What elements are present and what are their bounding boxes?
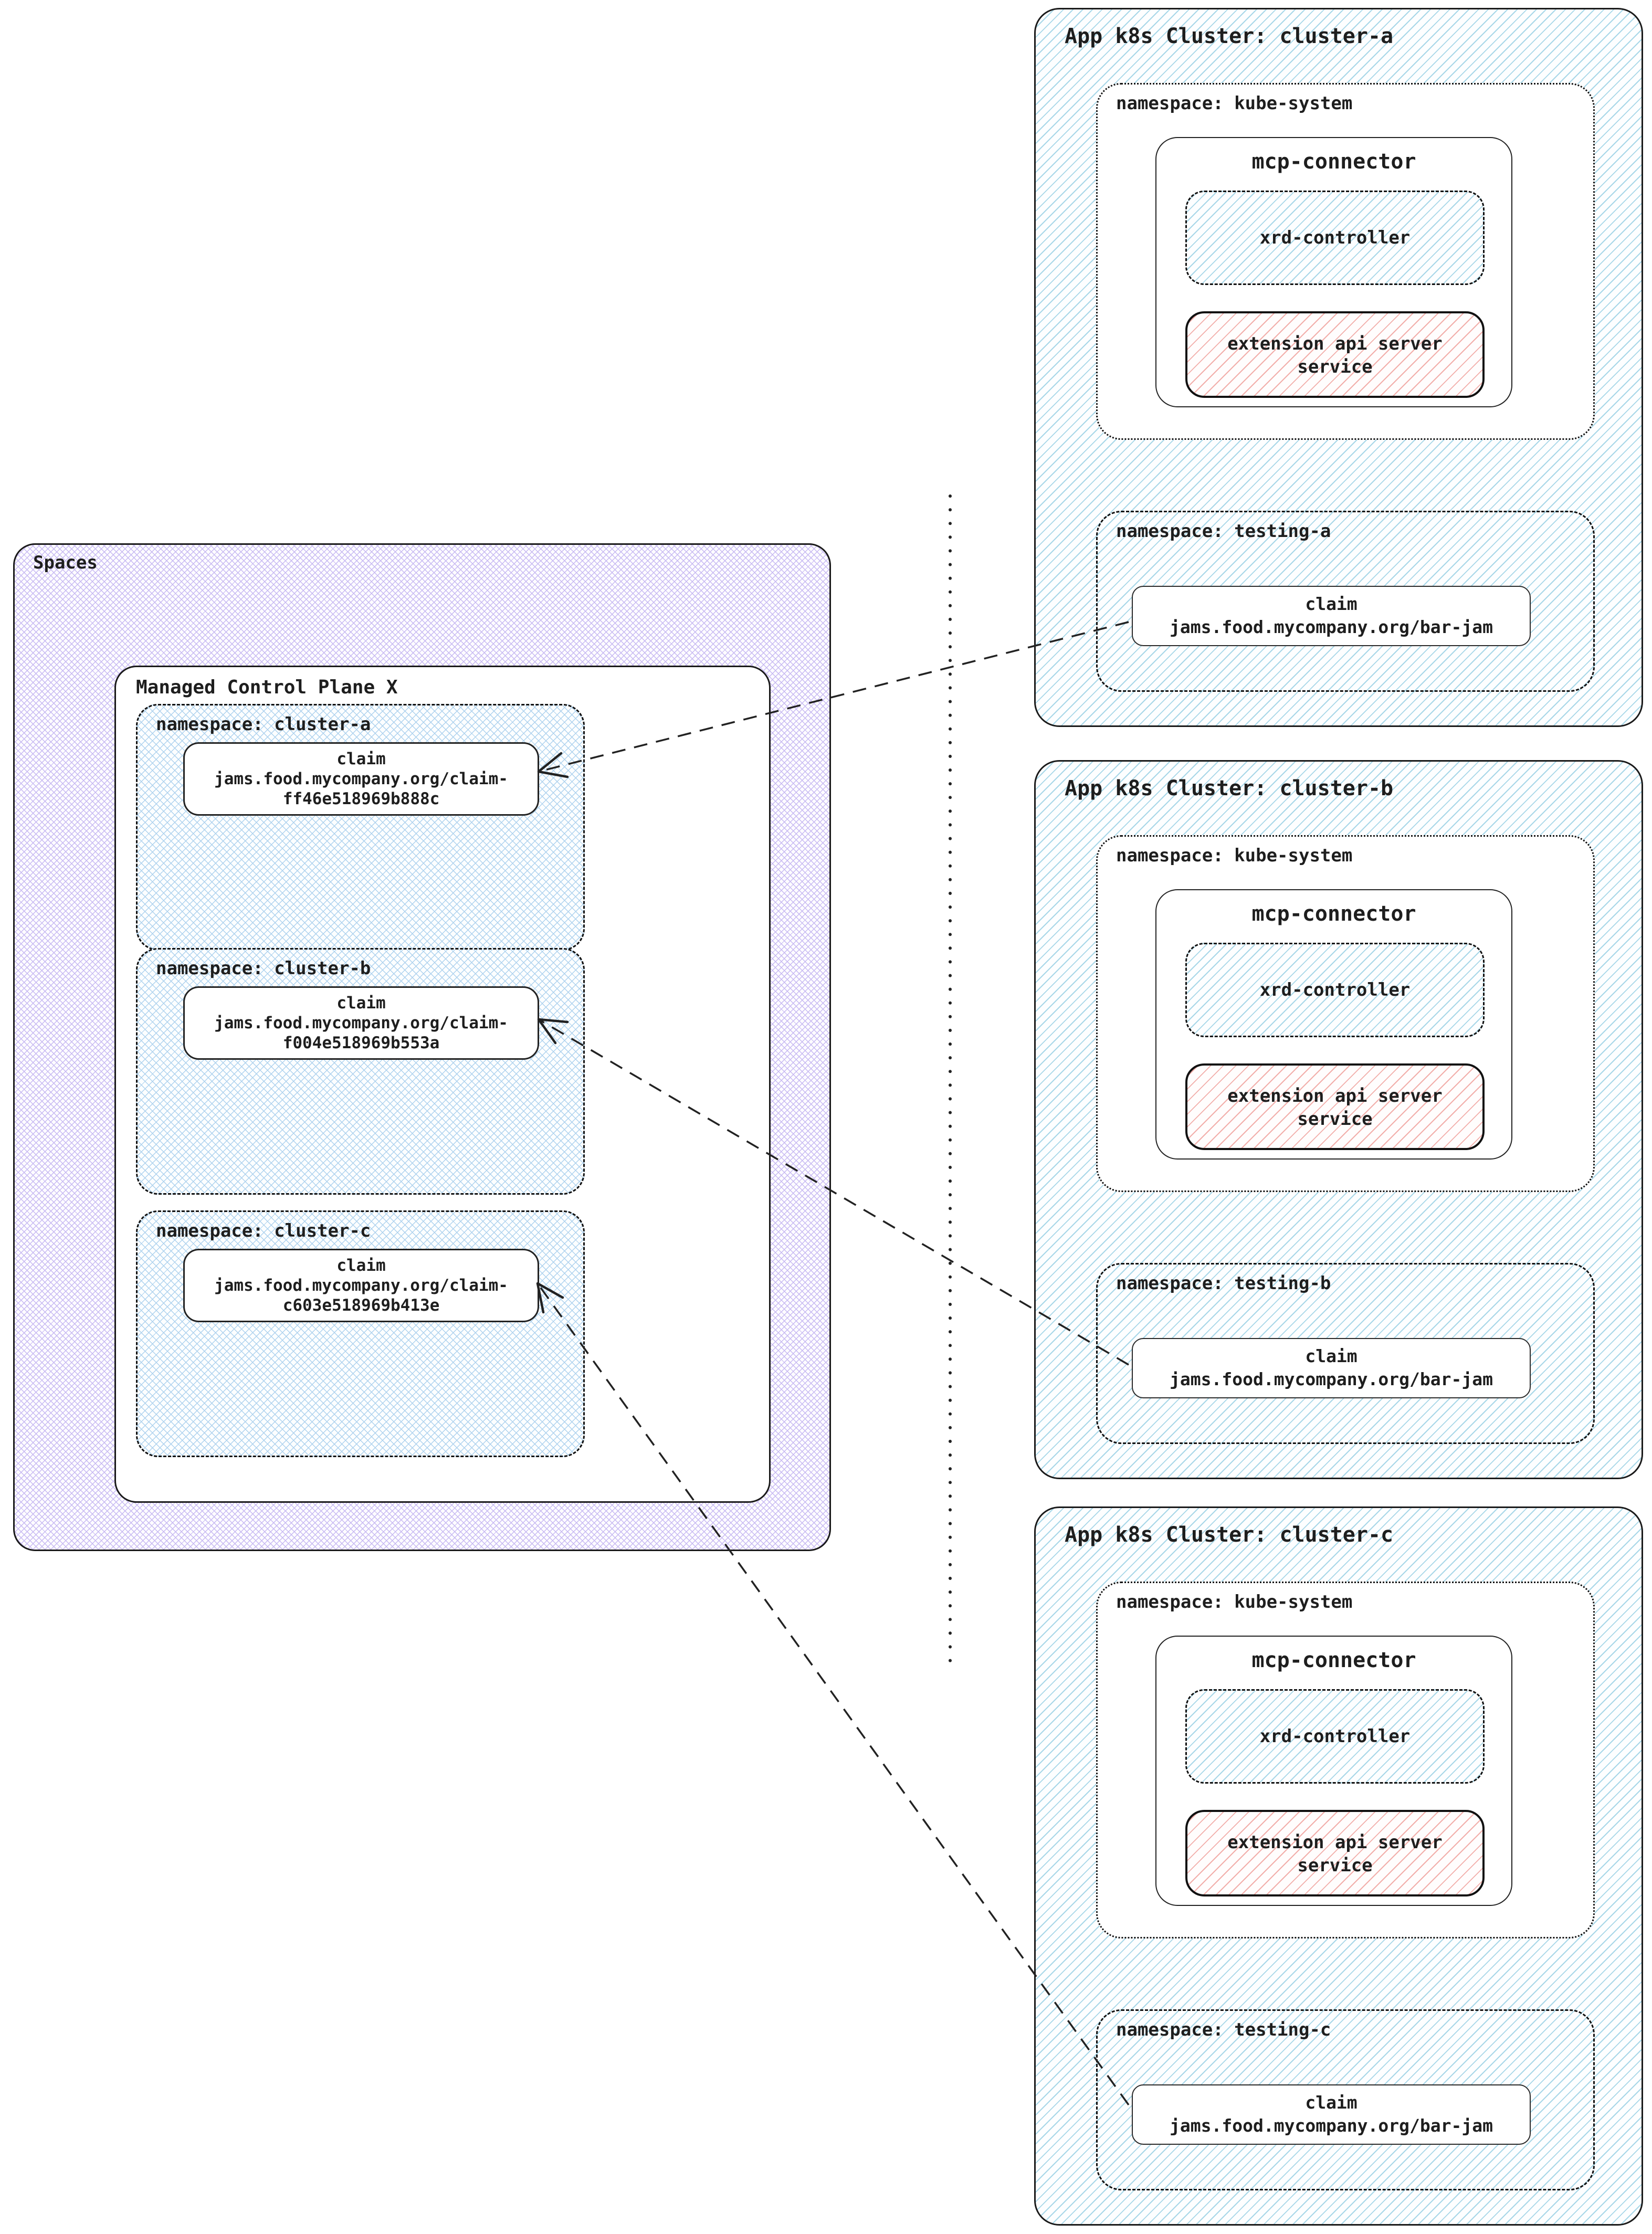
claim-path-line2: ff46e518969b888c [282,789,440,808]
claim-title: claim [1305,594,1358,614]
testing-c-box: namespace: testing-c claim jams.food.myc… [1096,2009,1595,2190]
xrd-controller-box-c: xrd-controller [1185,1689,1485,1784]
xrd-controller-box-a: xrd-controller [1185,191,1485,285]
testing-c-label: namespace: testing-c [1116,2019,1331,2040]
claim-title: claim [336,1256,386,1275]
claim-box-cluster-b: claim jams.food.mycompany.org/claim- f00… [183,986,539,1060]
claim-title: claim [1305,1346,1358,1366]
namespace-cluster-a-label: namespace: cluster-a [156,714,371,735]
extension-api-server-box-b: extension api server service [1185,1063,1485,1150]
testing-b-label: namespace: testing-b [1116,1273,1331,1294]
app-cluster-b-box: App k8s Cluster: cluster-b namespace: ku… [1034,760,1643,1479]
kube-system-box-b: namespace: kube-system mcp-connector xrd… [1096,835,1595,1192]
kube-system-label-b: namespace: kube-system [1116,845,1353,866]
claim-path-line1: jams.food.mycompany.org/claim- [214,1276,508,1295]
extension-line2: service [1297,356,1373,377]
extension-line2: service [1297,1109,1373,1130]
testing-b-box: namespace: testing-b claim jams.food.myc… [1096,1263,1595,1444]
claim-box-testing-a: claim jams.food.mycompany.org/bar-jam [1132,586,1531,646]
managed-control-plane-label: Managed Control Plane X [136,677,398,698]
claim-title: claim [336,994,386,1013]
claim-box-cluster-a: claim jams.food.mycompany.org/claim- ff4… [183,742,539,816]
claim-title: claim [336,750,386,768]
mcp-connector-title-c: mcp-connector [1251,1648,1416,1672]
extension-line1: extension api server [1227,1832,1443,1853]
managed-control-plane-box: Managed Control Plane X namespace: clust… [114,666,771,1503]
mcp-connector-box-a: mcp-connector xrd-controller extension a… [1155,137,1512,407]
claim-path-line2: c603e518969b413e [282,1296,440,1315]
mcp-connector-title-b: mcp-connector [1251,902,1416,926]
mcp-connector-box-b: mcp-connector xrd-controller extension a… [1155,889,1512,1160]
app-cluster-b-title: App k8s Cluster: cluster-b [1065,776,1394,800]
app-cluster-c-title: App k8s Cluster: cluster-c [1065,1523,1394,1547]
claim-path: jams.food.mycompany.org/bar-jam [1170,2115,1493,2136]
claim-path-line2: f004e518969b553a [282,1034,440,1052]
claim-box-cluster-c: claim jams.food.mycompany.org/claim- c60… [183,1249,539,1322]
claim-title: claim [1305,2092,1358,2113]
testing-a-box: namespace: testing-a claim jams.food.myc… [1096,511,1595,692]
kube-system-box-a: namespace: kube-system mcp-connector xrd… [1096,83,1595,440]
app-cluster-a-box: App k8s Cluster: cluster-a namespace: ku… [1034,8,1643,727]
claim-path: jams.food.mycompany.org/bar-jam [1170,1369,1493,1389]
testing-a-label: namespace: testing-a [1116,521,1331,542]
kube-system-box-c: namespace: kube-system mcp-connector xrd… [1096,1582,1595,1938]
app-cluster-a-title: App k8s Cluster: cluster-a [1065,24,1394,48]
extension-api-server-box-c: extension api server service [1185,1810,1485,1896]
namespace-cluster-b-box: namespace: cluster-b claim jams.food.myc… [136,948,585,1195]
namespace-cluster-c-label: namespace: cluster-c [156,1220,371,1241]
app-cluster-c-box: App k8s Cluster: cluster-c namespace: ku… [1034,1506,1643,2226]
namespace-cluster-a-box: namespace: cluster-a claim jams.food.myc… [136,704,585,951]
mcp-connector-title-a: mcp-connector [1251,150,1416,174]
spaces-box: Spaces Managed Control Plane X namespace… [13,543,831,1551]
spaces-label: Spaces [33,552,98,573]
claim-path: jams.food.mycompany.org/bar-jam [1170,617,1493,637]
kube-system-label-a: namespace: kube-system [1116,93,1353,114]
claim-box-testing-c: claim jams.food.mycompany.org/bar-jam [1132,2084,1531,2145]
extension-api-server-box-a: extension api server service [1185,311,1485,398]
extension-line1: extension api server [1227,333,1443,354]
kube-system-label-c: namespace: kube-system [1116,1592,1353,1613]
claim-box-testing-b: claim jams.food.mycompany.org/bar-jam [1132,1338,1531,1398]
namespace-cluster-b-label: namespace: cluster-b [156,958,371,979]
claim-path-line1: jams.food.mycompany.org/claim- [214,770,508,788]
namespace-cluster-c-box: namespace: cluster-c claim jams.food.myc… [136,1210,585,1457]
claim-path-line1: jams.food.mycompany.org/claim- [214,1014,508,1032]
xrd-controller-box-b: xrd-controller [1185,943,1485,1037]
extension-line1: extension api server [1227,1086,1443,1107]
mcp-connector-box-c: mcp-connector xrd-controller extension a… [1155,1636,1512,1906]
extension-line2: service [1297,1855,1373,1876]
